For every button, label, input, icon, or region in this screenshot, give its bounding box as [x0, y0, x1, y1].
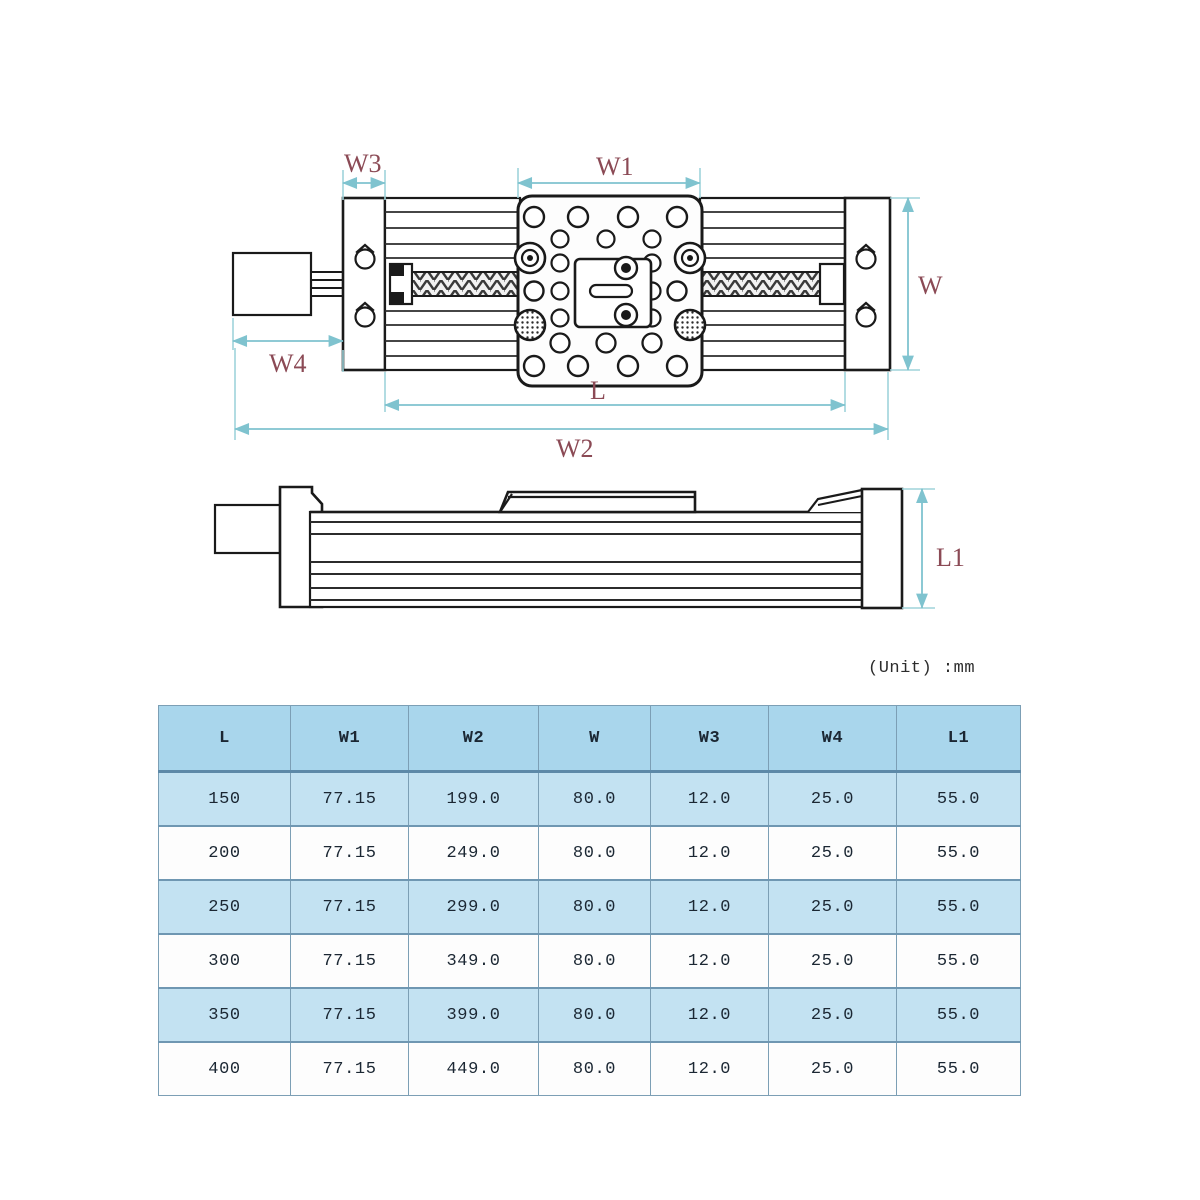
cell-w: 80.0 [538, 933, 651, 989]
table-row: 150 77.15 199.0 80.0 12.0 25.0 55.0 [158, 770, 1021, 827]
table-row: 250 77.15 299.0 80.0 12.0 25.0 55.0 [158, 879, 1021, 935]
cell-w2: 349.0 [408, 933, 539, 989]
cell-l: 350 [158, 987, 291, 1043]
side-right-chamfer [807, 488, 864, 513]
cell-w3: 12.0 [650, 879, 769, 935]
col-header-l: L [158, 705, 291, 773]
cell-w: 80.0 [538, 1041, 651, 1096]
cell-l: 400 [158, 1041, 291, 1096]
table-row: 400 77.15 449.0 80.0 12.0 25.0 55.0 [158, 1041, 1021, 1096]
lead-screw-left [388, 262, 521, 306]
cell-w2: 399.0 [408, 987, 539, 1043]
dimension-w4: W4 [231, 318, 344, 378]
dimension-w2: W2 [233, 348, 889, 463]
cell-w1: 77.15 [290, 933, 409, 989]
cell-w4: 25.0 [768, 987, 897, 1043]
cell-w: 80.0 [538, 987, 651, 1043]
cell-w4: 25.0 [768, 825, 897, 881]
extrusion-body-left [383, 196, 522, 372]
right-end-cap [843, 196, 892, 372]
cell-l: 250 [158, 879, 291, 935]
table-header-row: L W1 W2 W W3 W4 L1 [158, 705, 1021, 773]
unit-note: (Unit) :mm [868, 659, 976, 678]
top-view-group: W3 W1 W W4 [231, 149, 943, 463]
cell-w2: 299.0 [408, 879, 539, 935]
cell-w1: 77.15 [290, 987, 409, 1043]
side-rail-body [308, 510, 887, 609]
col-header-w3: W3 [650, 705, 769, 773]
dimension-w1: W1 [516, 152, 701, 198]
cell-w3: 12.0 [650, 1041, 769, 1096]
cell-w2: 249.0 [408, 825, 539, 881]
col-header-w4: W4 [768, 705, 897, 773]
cell-w3: 12.0 [650, 933, 769, 989]
cell-w3: 12.0 [650, 987, 769, 1043]
cell-w4: 25.0 [768, 879, 897, 935]
motor-block [231, 251, 350, 317]
side-right-end-plate [860, 487, 904, 610]
dimension-label-w4: W4 [269, 349, 307, 378]
dimension-l: L [383, 372, 846, 412]
cell-l: 300 [158, 933, 291, 989]
cell-l: 200 [158, 825, 291, 881]
cell-l1: 55.0 [896, 770, 1021, 827]
dimension-w: W [890, 196, 943, 371]
table-row: 350 77.15 399.0 80.0 12.0 25.0 55.0 [158, 987, 1021, 1043]
cell-l1: 55.0 [896, 879, 1021, 935]
cell-w4: 25.0 [768, 770, 897, 827]
carriage-counterbore-holes [513, 241, 707, 342]
cell-w4: 25.0 [768, 1041, 897, 1096]
dimension-label-l: L [590, 376, 606, 405]
table-row: 200 77.15 249.0 80.0 12.0 25.0 55.0 [158, 825, 1021, 881]
cell-l1: 55.0 [896, 933, 1021, 989]
cell-w1: 77.15 [290, 1041, 409, 1096]
dimension-spec-table: L W1 W2 W W3 W4 L1 150 77.15 199.0 80.0 … [158, 705, 1021, 1096]
cell-w1: 77.15 [290, 879, 409, 935]
col-header-w: W [538, 705, 651, 773]
side-motor-block [213, 503, 282, 555]
side-view-group: L1 [213, 485, 965, 610]
dimension-l1: L1 [902, 487, 965, 609]
col-header-l1: L1 [896, 705, 1021, 773]
cell-w: 80.0 [538, 879, 651, 935]
cell-l1: 55.0 [896, 825, 1021, 881]
dimension-label-w1: W1 [596, 152, 634, 181]
side-carriage-block [498, 490, 697, 514]
cell-l1: 55.0 [896, 987, 1021, 1043]
carriage-plate [513, 194, 707, 388]
cell-w3: 12.0 [650, 825, 769, 881]
cell-w: 80.0 [538, 825, 651, 881]
cell-l1: 55.0 [896, 1041, 1021, 1096]
dimension-label-w3: W3 [344, 149, 382, 178]
dimension-w3: W3 [341, 149, 386, 200]
cell-w2: 449.0 [408, 1041, 539, 1096]
col-header-w2: W2 [408, 705, 539, 773]
carriage-nut-block [573, 255, 653, 329]
dimension-label-l1: L1 [936, 543, 965, 572]
cell-w2: 199.0 [408, 770, 539, 827]
dimension-label-w2: W2 [556, 434, 594, 463]
left-end-cap [341, 196, 387, 372]
dimension-label-w: W [918, 271, 943, 300]
cell-w4: 25.0 [768, 933, 897, 989]
cell-w3: 12.0 [650, 770, 769, 827]
cell-l: 150 [158, 770, 291, 827]
cell-w1: 77.15 [290, 770, 409, 827]
spec-table-container: L W1 W2 W W3 W4 L1 150 77.15 199.0 80.0 … [158, 705, 1021, 1096]
cell-w: 80.0 [538, 770, 651, 827]
table-row: 300 77.15 349.0 80.0 12.0 25.0 55.0 [158, 933, 1021, 989]
cell-w1: 77.15 [290, 825, 409, 881]
technical-drawing: W3 W1 W W4 [213, 149, 965, 610]
col-header-w1: W1 [290, 705, 409, 773]
